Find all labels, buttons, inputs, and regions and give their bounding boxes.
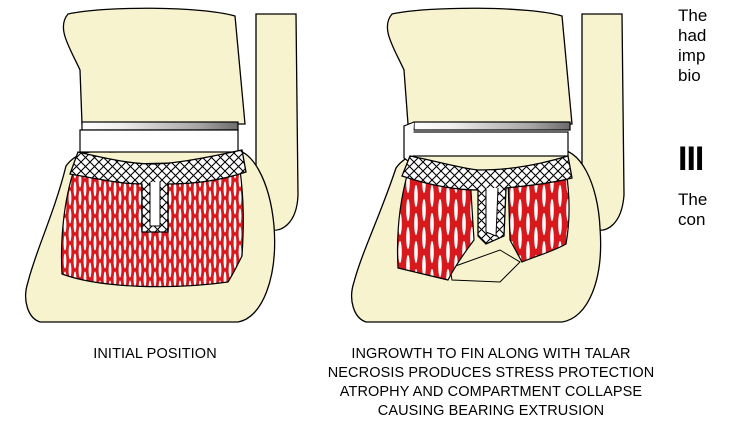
side-paragraph-1: The had imp bio xyxy=(678,6,737,86)
caption-line: NECROSIS PRODUCES STRESS PROTECTION xyxy=(245,364,737,383)
side-line: imp xyxy=(678,46,737,66)
side-line: had xyxy=(678,26,737,46)
caption-line: CAUSING BEARING EXTRUSION xyxy=(245,402,737,421)
caption-line: ATROPHY AND COMPARTMENT COLLAPSE xyxy=(245,383,737,402)
tibial-tray xyxy=(414,122,570,130)
side-line: con xyxy=(678,210,737,230)
tibial-tray xyxy=(82,122,238,130)
side-line: The xyxy=(678,6,737,26)
bearing-insert xyxy=(408,132,568,156)
bearing-insert xyxy=(80,130,238,152)
side-paragraph-2: The con xyxy=(678,190,737,230)
collapse-caption: INGROWTH TO FIN ALONG WITH TALAR NECROSI… xyxy=(245,345,737,421)
caption-line: INGROWTH TO FIN ALONG WITH TALAR xyxy=(245,345,737,364)
initial-position-illustration xyxy=(26,8,298,322)
tibia-bone xyxy=(387,8,572,124)
initial-position-caption: INITIAL POSITION xyxy=(40,345,270,364)
tibia-bone xyxy=(63,8,245,124)
side-line: bio xyxy=(678,66,737,86)
side-line: The xyxy=(678,190,737,210)
side-section-heading: III xyxy=(678,139,737,179)
collapse-illustration xyxy=(352,8,624,322)
